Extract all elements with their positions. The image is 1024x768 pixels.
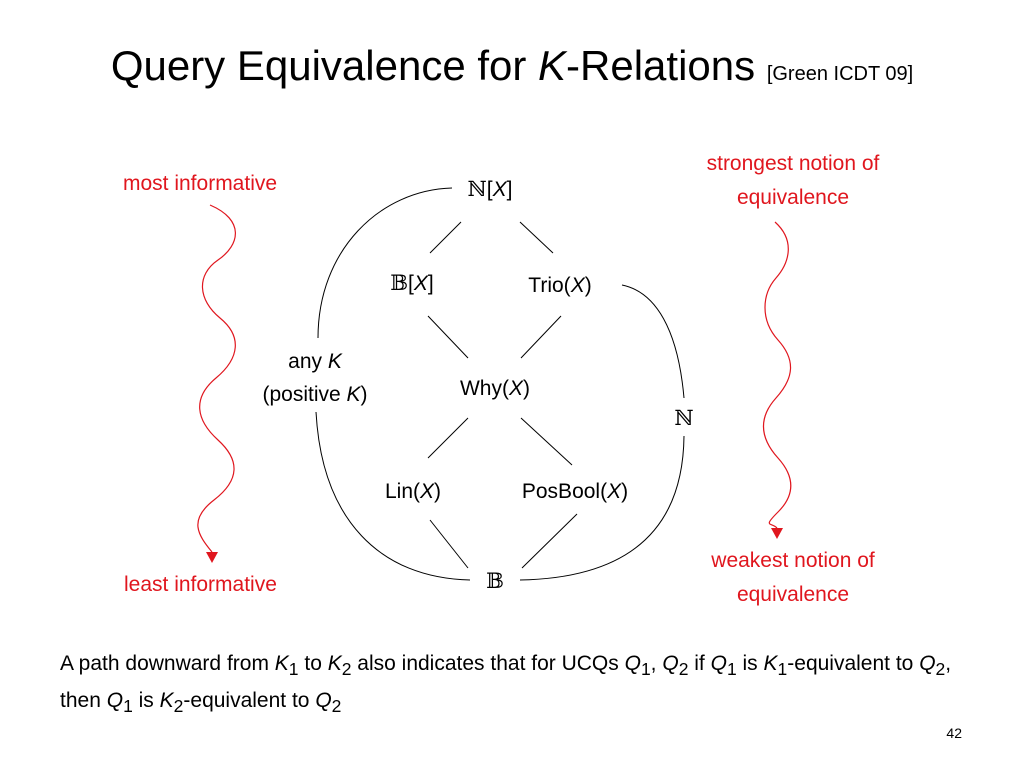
fn-k2-sub: 2 (341, 659, 352, 680)
page-number: 42 (946, 725, 962, 741)
node-trio-name: Trio( (528, 274, 571, 297)
node-trio: Trio(X) (500, 273, 620, 299)
fn-q2b: Q (919, 652, 936, 675)
node-posbool-name: PosBool( (521, 480, 608, 503)
fn-k1b: K (763, 652, 778, 675)
node-lin-name: Lin( (384, 480, 420, 503)
edge-posbool-b (521, 513, 578, 569)
arc-trio-n (621, 284, 685, 399)
edge-lin-b (429, 519, 469, 569)
node-n: ℕ (674, 406, 694, 430)
fn-q2: Q (662, 652, 679, 675)
title-italic-k: K (538, 42, 567, 89)
edge-nx-bx (429, 221, 462, 254)
edge-why-posbool (520, 417, 573, 466)
fn-k1: K (274, 652, 289, 675)
anyk-line1-text: any (288, 350, 328, 373)
label-strongest-line2: equivalence (736, 186, 850, 209)
fn-q2b-sub: 2 (935, 659, 946, 680)
node-why-name: Why( (459, 377, 509, 400)
fn-t9: is (132, 689, 160, 713)
fn-q2c-sub: 2 (331, 696, 342, 717)
label-least-informative: least informative (124, 573, 277, 596)
edge-why-lin (427, 417, 469, 459)
node-lin-close: ) (434, 480, 442, 503)
anyk-line2-close: ) (360, 383, 368, 406)
edge-trio-why (520, 315, 562, 359)
node-bx-open: [ (408, 272, 414, 295)
footnote-text: A path downward from K1 to K2 also indic… (60, 648, 960, 722)
fn-t7: -equivalent to (787, 652, 920, 675)
title-text: Query Equivalence for (110, 42, 539, 89)
node-nx-open: [ (486, 178, 493, 201)
fn-t3: also indicates that for UCQs (351, 652, 625, 675)
anyk-line1-var: K (327, 350, 342, 373)
arc-anyk-b (315, 411, 471, 581)
node-bx-close: ] (427, 272, 434, 295)
title-suffix: -Relations (566, 42, 756, 89)
fn-q1: Q (624, 652, 641, 675)
fn-q1c: Q (106, 689, 124, 713)
node-why: Why(X) (435, 376, 555, 402)
node-nx-var: X (492, 178, 507, 201)
fn-t8: , then (60, 652, 952, 713)
label-weakest-line2: equivalence (736, 583, 850, 606)
fn-t5: if (688, 652, 711, 675)
fn-t2: to (298, 652, 328, 675)
fn-t6: is (736, 652, 764, 675)
edge-bx-why (427, 315, 469, 359)
title-citation: [Green ICDT 09] (766, 63, 914, 85)
fn-q1b: Q (710, 652, 727, 675)
node-why-var: X (508, 377, 523, 400)
fn-q1-sub: 1 (640, 659, 651, 680)
node-nx: ℕ[X] (440, 176, 540, 203)
right-wavy-arrow-line (762, 221, 792, 529)
left-wavy-arrow-line (197, 204, 236, 553)
label-strongest-equivalence: strongest notion of equivalence (672, 151, 914, 211)
node-posbool-var: X (607, 480, 622, 503)
node-bx-symbol: 𝔹 (390, 271, 409, 295)
node-lin-var: X (420, 480, 435, 503)
node-bx: 𝔹[X] (362, 270, 462, 297)
arc-nx-anyk (317, 187, 453, 339)
node-trio-close: ) (584, 274, 592, 297)
arc-n-b (519, 435, 685, 581)
fn-t1: A path downward from (60, 652, 275, 675)
fn-k1b-sub: 1 (777, 659, 788, 680)
fn-t10: -equivalent to (183, 689, 316, 713)
label-weakest-equivalence: weakest notion of equivalence (672, 548, 914, 608)
node-nx-symbol: ℕ (467, 177, 487, 201)
right-arrowhead (771, 528, 783, 539)
fn-k2b-sub: 2 (173, 696, 184, 717)
left-arrowhead (206, 552, 218, 563)
node-trio-var: X (570, 274, 585, 297)
node-b: 𝔹 (486, 569, 504, 593)
anyk-line2-var: K (346, 383, 361, 406)
fn-q1b-sub: 1 (726, 659, 737, 680)
edge-nx-trio (519, 221, 554, 254)
node-posbool-close: ) (621, 480, 629, 503)
node-lin: Lin(X) (353, 479, 473, 505)
fn-t4: , (650, 652, 663, 675)
slide-title: Query Equivalence for K-Relations [Green… (0, 40, 1024, 100)
fn-k2: K (327, 652, 342, 675)
label-weakest-line1: weakest notion of (711, 549, 875, 572)
node-why-close: ) (523, 377, 530, 400)
fn-q2-sub: 2 (678, 659, 689, 680)
label-most-informative: most informative (123, 172, 278, 195)
node-any-k: any K (positive K) (240, 345, 390, 411)
label-strongest-line1: strongest notion of (706, 152, 880, 175)
anyk-line2-text: (positive (262, 383, 347, 406)
fn-q2c: Q (315, 689, 332, 713)
fn-q1c-sub: 1 (123, 696, 133, 717)
node-nx-close: ] (506, 178, 513, 201)
fn-k1-sub: 1 (288, 659, 299, 680)
fn-k2b: K (159, 689, 174, 713)
node-posbool: PosBool(X) (500, 479, 650, 505)
node-any-k-line2: (positive K) (240, 378, 390, 411)
node-any-k-line1: any K (240, 345, 390, 378)
node-bx-var: X (413, 272, 428, 295)
